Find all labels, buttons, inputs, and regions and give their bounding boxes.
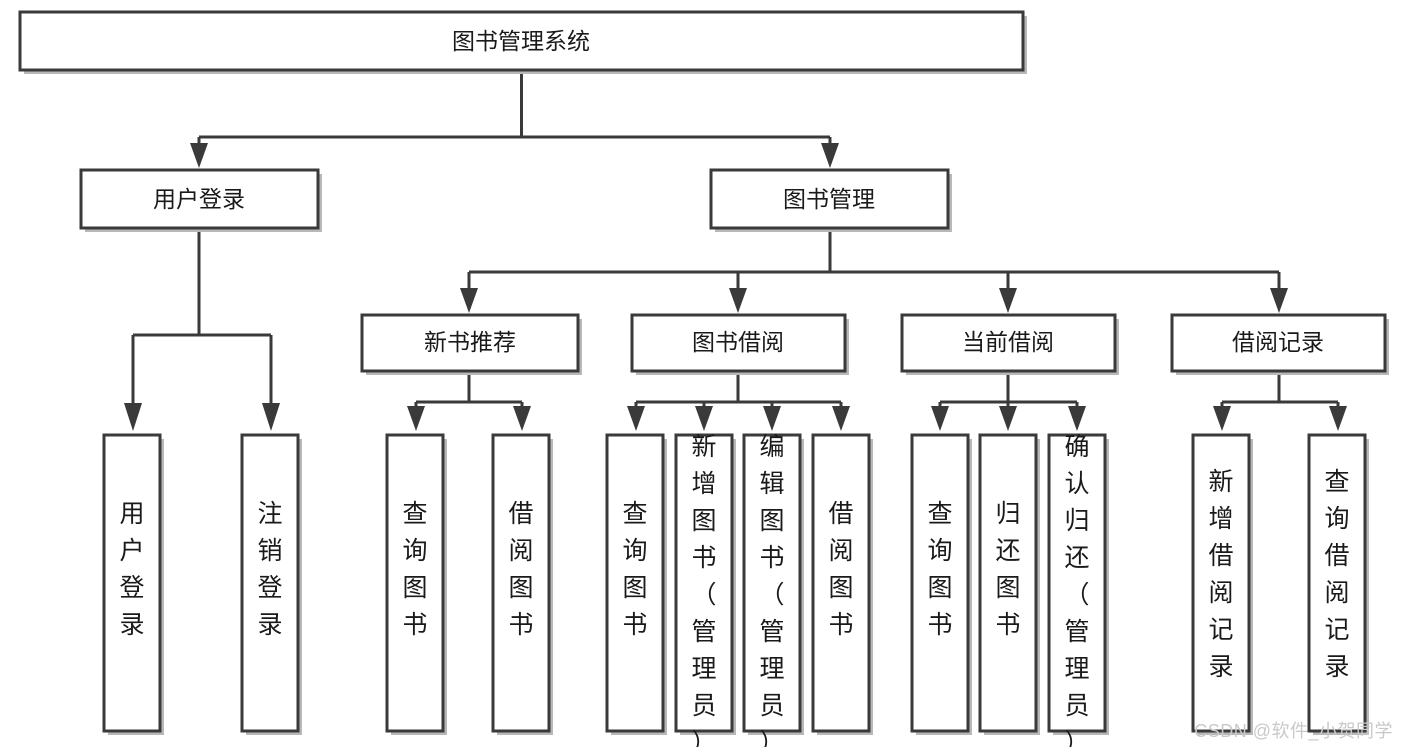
node-book-manage-rect [709,168,950,230]
arrow-bm-level3-1-icon [460,288,478,313]
node-leaf-rec-query2[interactable]: 查询借阅记录 [1307,433,1369,735]
connector-group-bookborrow [627,375,850,431]
node-leaf-borrow-add[interactable]: 新增图书（管理员） [674,433,736,747]
node-user-login[interactable]: 用户登录 [79,168,322,232]
arrow-nbr-leaf1-icon [407,406,425,431]
node-leaf-rec-borrow[interactable]: 借阅图书 [491,433,553,735]
arrow-bb-leaf1-icon [627,406,645,431]
arrow-bm-level3-3-icon [999,288,1017,313]
node-leaf-cur-confirm-rect [1047,433,1107,733]
node-leaf-rec-query[interactable]: 查询图书 [385,433,447,735]
node-leaf-rec-borrow-label: 借阅图书 [508,500,533,639]
arrow-br-leaf1-icon [1213,406,1231,431]
node-leaf-borrow-edit-label: 编辑图书（管理员） [759,433,784,747]
node-leaf-cur-query-label: 查询图书 [927,500,952,639]
node-borrow-record[interactable]: 借阅记录 [1170,313,1389,375]
node-leaf-rec-query-rect [385,433,445,733]
node-leaf-borrow-add-label: 新增图书（管理员） [691,433,716,747]
node-leaf-rec-add-label: 新增借阅记录 [1208,468,1233,681]
node-leaf-user-logout-rect [240,433,300,733]
node-leaf-user-logout-label: 注销登录 [257,500,282,639]
node-leaf-rec-query-label: 查询图书 [402,500,427,639]
node-current-borrow-label: 当前借阅 [962,329,1054,355]
arrow-userlogin-leaf2-icon [262,403,280,431]
node-new-book-rec-rect [360,313,580,373]
node-leaf-cur-return-rect [978,433,1038,733]
connector-group-borrowrecord [1213,375,1347,431]
node-user-login-label: 用户登录 [153,186,245,212]
connector-group-root [190,70,839,168]
node-leaf-borrow-lend[interactable]: 借阅图书 [811,433,873,735]
node-leaf-user-login-rect [102,433,162,733]
node-leaf-borrow-edit-rect [742,433,802,733]
node-root[interactable]: 图书管理系统 [18,10,1027,74]
node-root-label: 图书管理系统 [452,28,590,54]
node-leaf-cur-confirm[interactable]: 确认归还（管理员） [1047,433,1109,747]
node-book-borrow-label: 图书借阅 [692,329,784,355]
node-leaf-borrow-edit[interactable]: 编辑图书（管理员） [742,433,804,747]
connector-group-bookmanage [460,232,1288,313]
node-leaf-cur-confirm-label: 确认归还（管理员） [1064,433,1089,747]
arrow-bb-leaf4-icon [832,406,850,431]
node-book-manage[interactable]: 图书管理 [709,168,952,232]
node-root-rect [18,10,1025,72]
connector-group-userlogin [124,232,280,431]
node-book-borrow-rect [630,313,847,373]
node-leaf-rec-query2-rect [1307,433,1367,733]
arrow-cb-leaf3-icon [1068,406,1086,431]
node-leaf-user-logout[interactable]: 注销登录 [240,433,302,735]
arrow-bm-level3-2-icon [729,288,747,313]
arrow-userlogin-leaf1-icon [124,403,142,431]
node-leaf-borrow-add-rect [674,433,734,733]
node-leaf-borrow-query[interactable]: 查询图书 [605,433,667,735]
node-leaf-cur-return[interactable]: 归还图书 [978,433,1040,735]
arrow-root-to-bookmanage-icon [821,143,839,168]
arrow-bb-leaf3-icon [763,406,781,431]
node-borrow-record-rect [1170,313,1387,373]
node-leaf-rec-query2-label: 查询借阅记录 [1324,468,1349,681]
arrow-bb-leaf2-icon [695,406,713,431]
node-leaf-user-login-label: 用户登录 [119,500,144,639]
node-leaf-rec-add[interactable]: 新增借阅记录 [1191,433,1253,735]
node-current-borrow[interactable]: 当前借阅 [900,313,1119,375]
arrow-cb-leaf1-icon [931,406,949,431]
arrow-root-to-userlogin-icon [190,143,208,168]
node-leaf-borrow-lend-label: 借阅图书 [828,500,853,639]
node-book-borrow[interactable]: 图书借阅 [630,313,849,375]
connector-group-currentborrow [931,375,1086,431]
arrow-bm-level3-4-icon [1270,288,1288,313]
node-leaf-user-login[interactable]: 用户登录 [102,433,164,735]
node-borrow-record-label: 借阅记录 [1232,329,1324,355]
arrow-nbr-leaf2-icon [513,406,531,431]
node-leaf-cur-query-rect [910,433,970,733]
node-book-manage-label: 图书管理 [783,186,875,212]
node-leaf-rec-borrow-rect [491,433,551,733]
node-current-borrow-rect [900,313,1117,373]
node-leaf-cur-query[interactable]: 查询图书 [910,433,972,735]
node-user-login-rect [79,168,320,230]
node-leaf-borrow-lend-rect [811,433,871,733]
arrow-br-leaf2-icon [1329,406,1347,431]
node-leaf-rec-add-rect [1191,433,1251,733]
arrow-cb-leaf2-icon [999,406,1017,431]
node-new-book-rec[interactable]: 新书推荐 [360,313,582,375]
node-leaf-borrow-query-label: 查询图书 [622,500,647,639]
connector-group-newbookrec [407,375,531,431]
node-leaf-borrow-query-rect [605,433,665,733]
node-new-book-rec-label: 新书推荐 [424,329,516,355]
node-leaf-cur-return-label: 归还图书 [995,500,1020,639]
